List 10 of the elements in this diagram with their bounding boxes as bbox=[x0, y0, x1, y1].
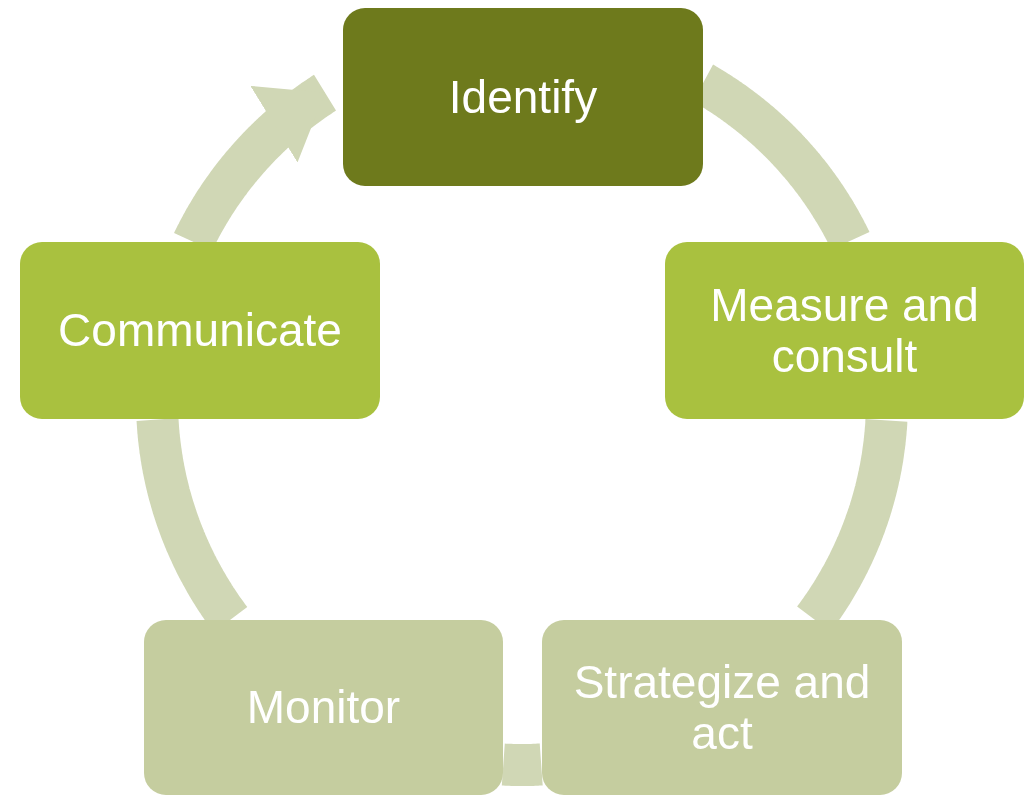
process-box bbox=[20, 242, 380, 419]
box-label: Communicate bbox=[58, 305, 342, 356]
process-box bbox=[665, 242, 1024, 419]
box-label: Measure and consult bbox=[709, 279, 980, 382]
process-box bbox=[343, 8, 703, 186]
process-box bbox=[144, 620, 503, 795]
box-label: Identify bbox=[448, 71, 598, 123]
box-label: Strategize and act bbox=[572, 656, 872, 759]
box-label: Monitor bbox=[246, 682, 401, 733]
process-box bbox=[542, 620, 902, 795]
